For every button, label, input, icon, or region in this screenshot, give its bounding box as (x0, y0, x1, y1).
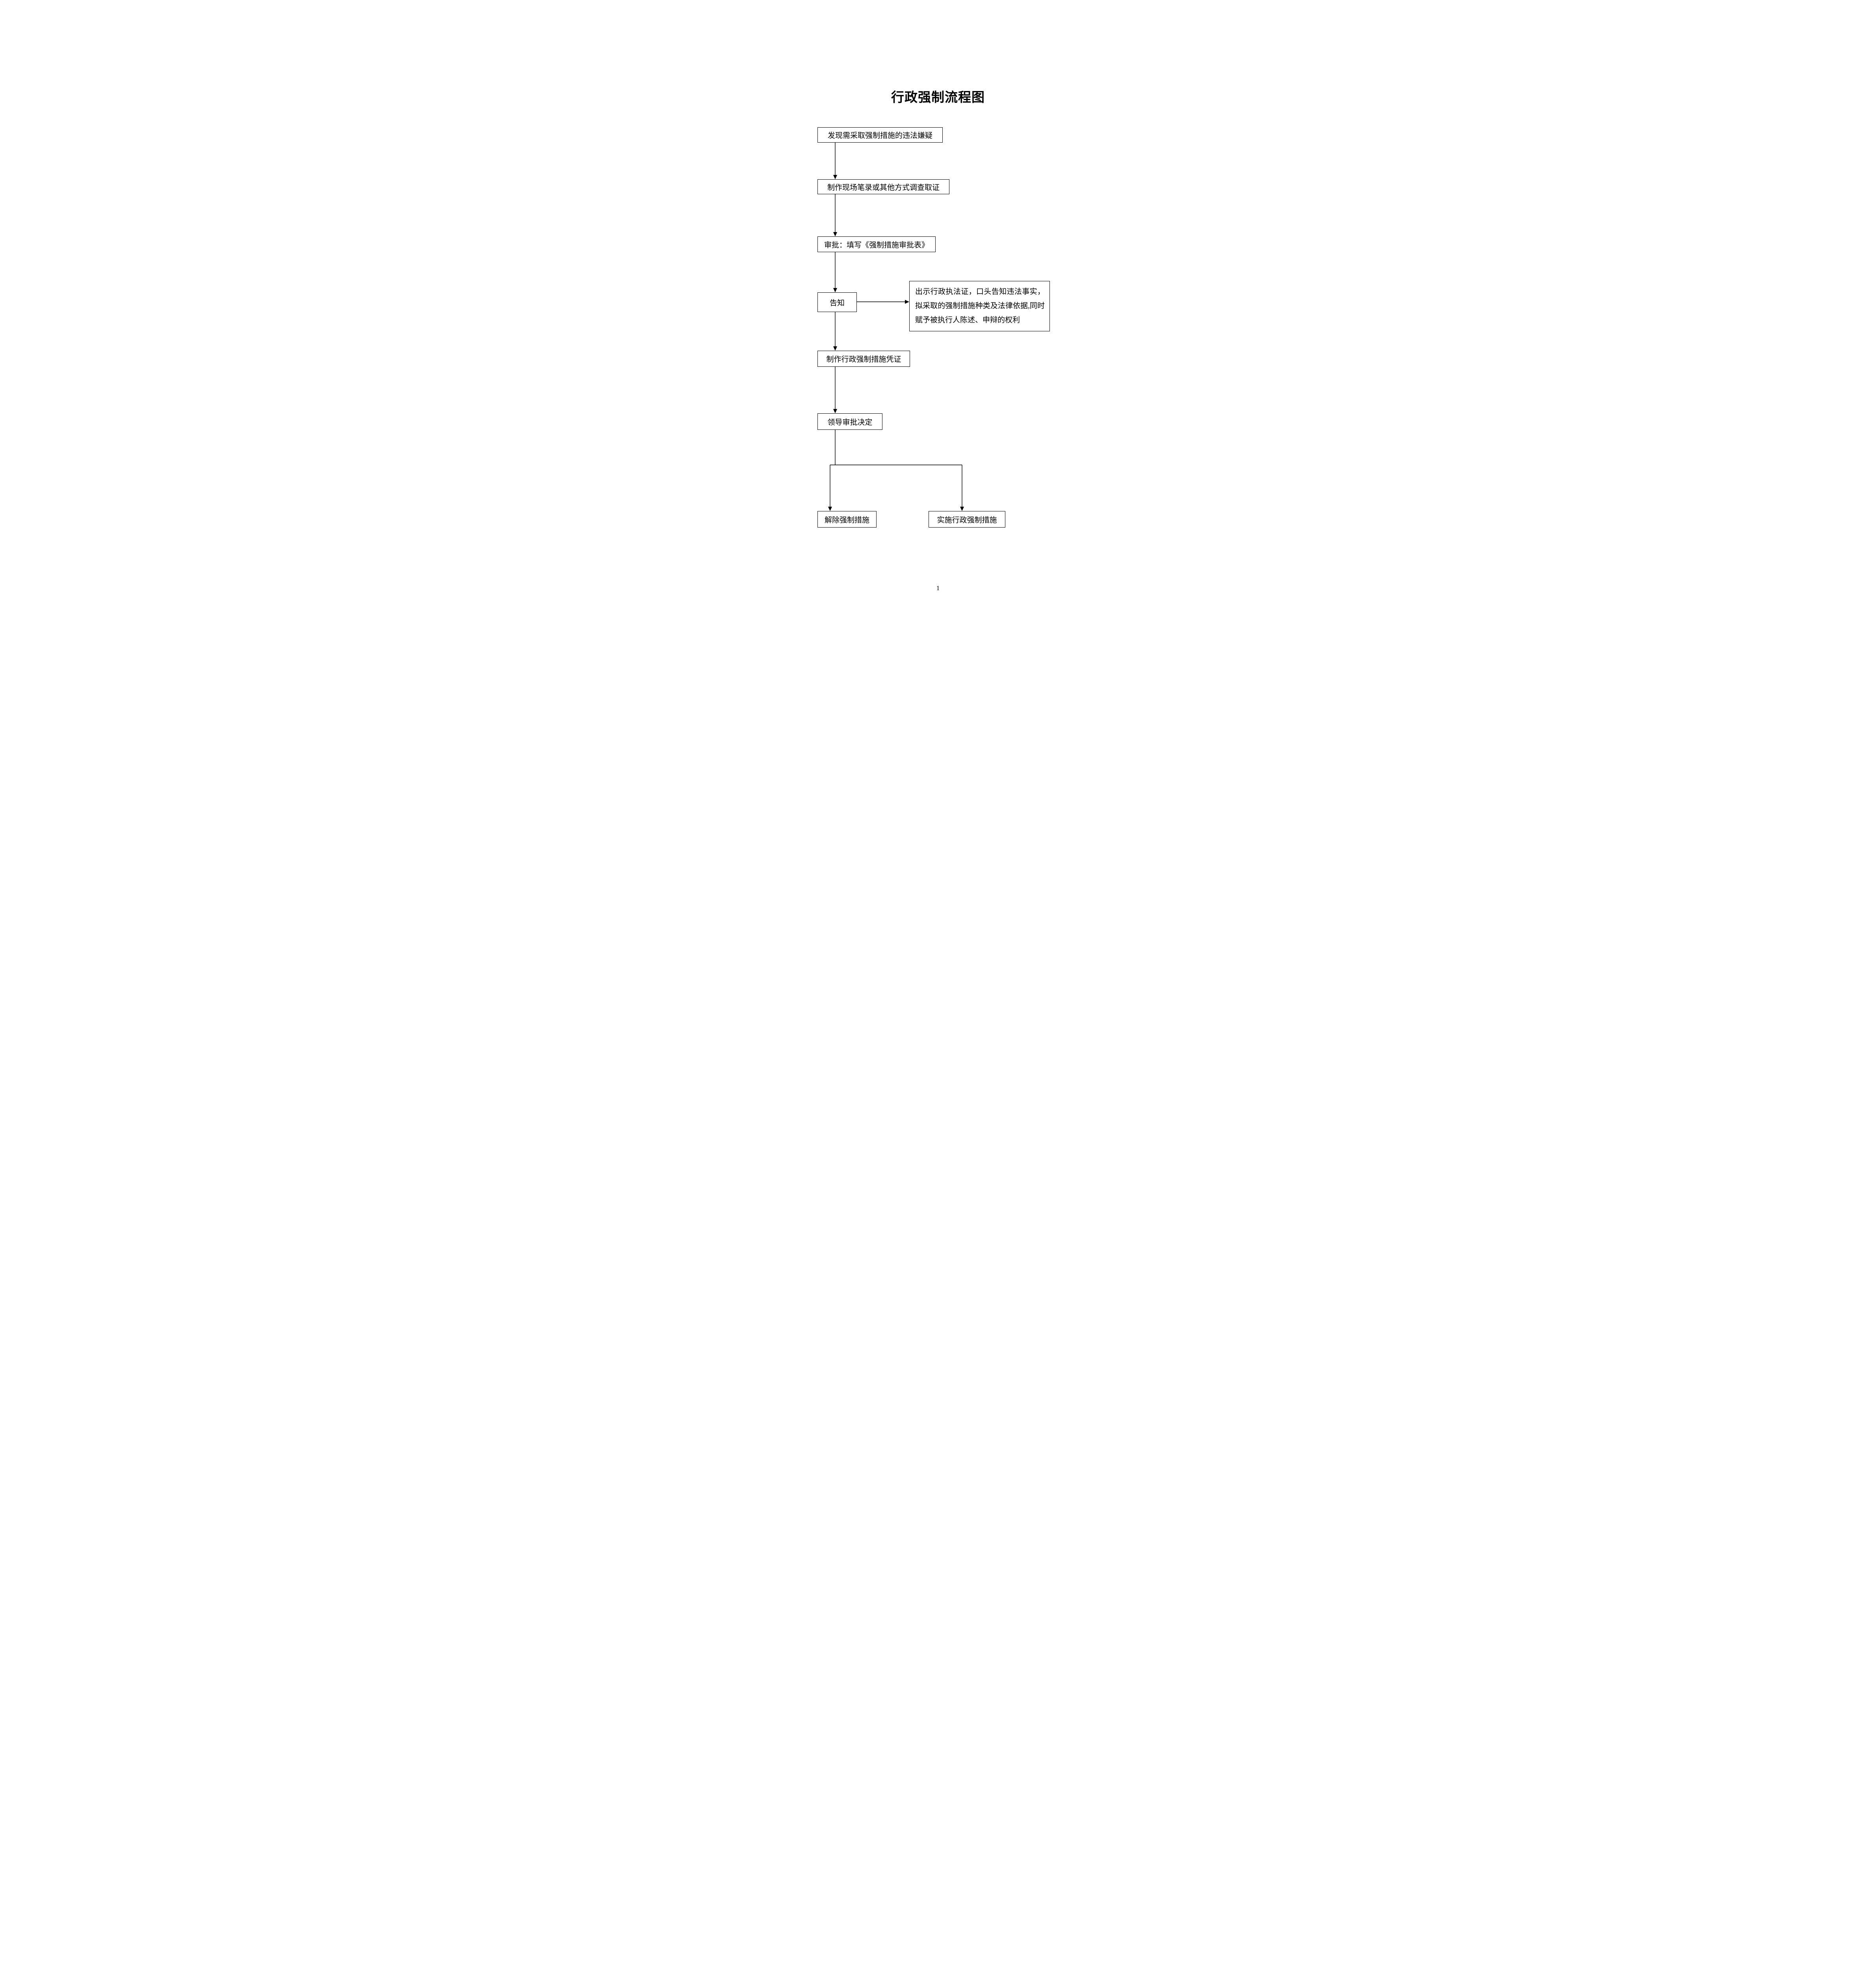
arrow-step1-to-step2 (833, 143, 837, 179)
arrow-branch-to-step7-left (828, 465, 832, 511)
flow-node-discover-violation: 发现需采取强制措施的违法嫌疑 (817, 127, 943, 143)
branch-connector (830, 430, 962, 465)
arrow-step4-to-note (857, 300, 909, 304)
flow-node-make-enforcement-voucher: 制作行政强制措施凭证 (817, 351, 910, 367)
page-title: 行政强制流程图 (891, 90, 985, 104)
flow-note-notify-details: 出示行政执法证，口头告知违法事实，拟采取的强制措施种类及法律依据,同时赋予被执行… (909, 281, 1050, 331)
arrow-step2-to-step3 (833, 194, 837, 236)
flow-node-approval-form: 审批：填写《强制措施审批表》 (817, 236, 936, 252)
arrow-step3-to-step4 (833, 252, 837, 292)
flow-node-lift-measures: 解除强制措施 (817, 511, 877, 528)
document-page: 行政强制流程图 (717, 0, 1159, 625)
flow-node-notify: 告知 (817, 292, 857, 312)
arrow-step5-to-step6 (833, 367, 837, 413)
arrow-step4-to-step5 (833, 312, 837, 351)
flow-node-leader-approval-decision: 领导审批决定 (817, 413, 882, 430)
arrow-branch-to-step7-right (960, 465, 964, 511)
page-number: 1 (936, 584, 940, 592)
flow-node-implement-measures: 实施行政强制措施 (929, 511, 1005, 528)
flow-node-onsite-record-evidence: 制作现场笔录或其他方式调查取证 (817, 179, 949, 194)
